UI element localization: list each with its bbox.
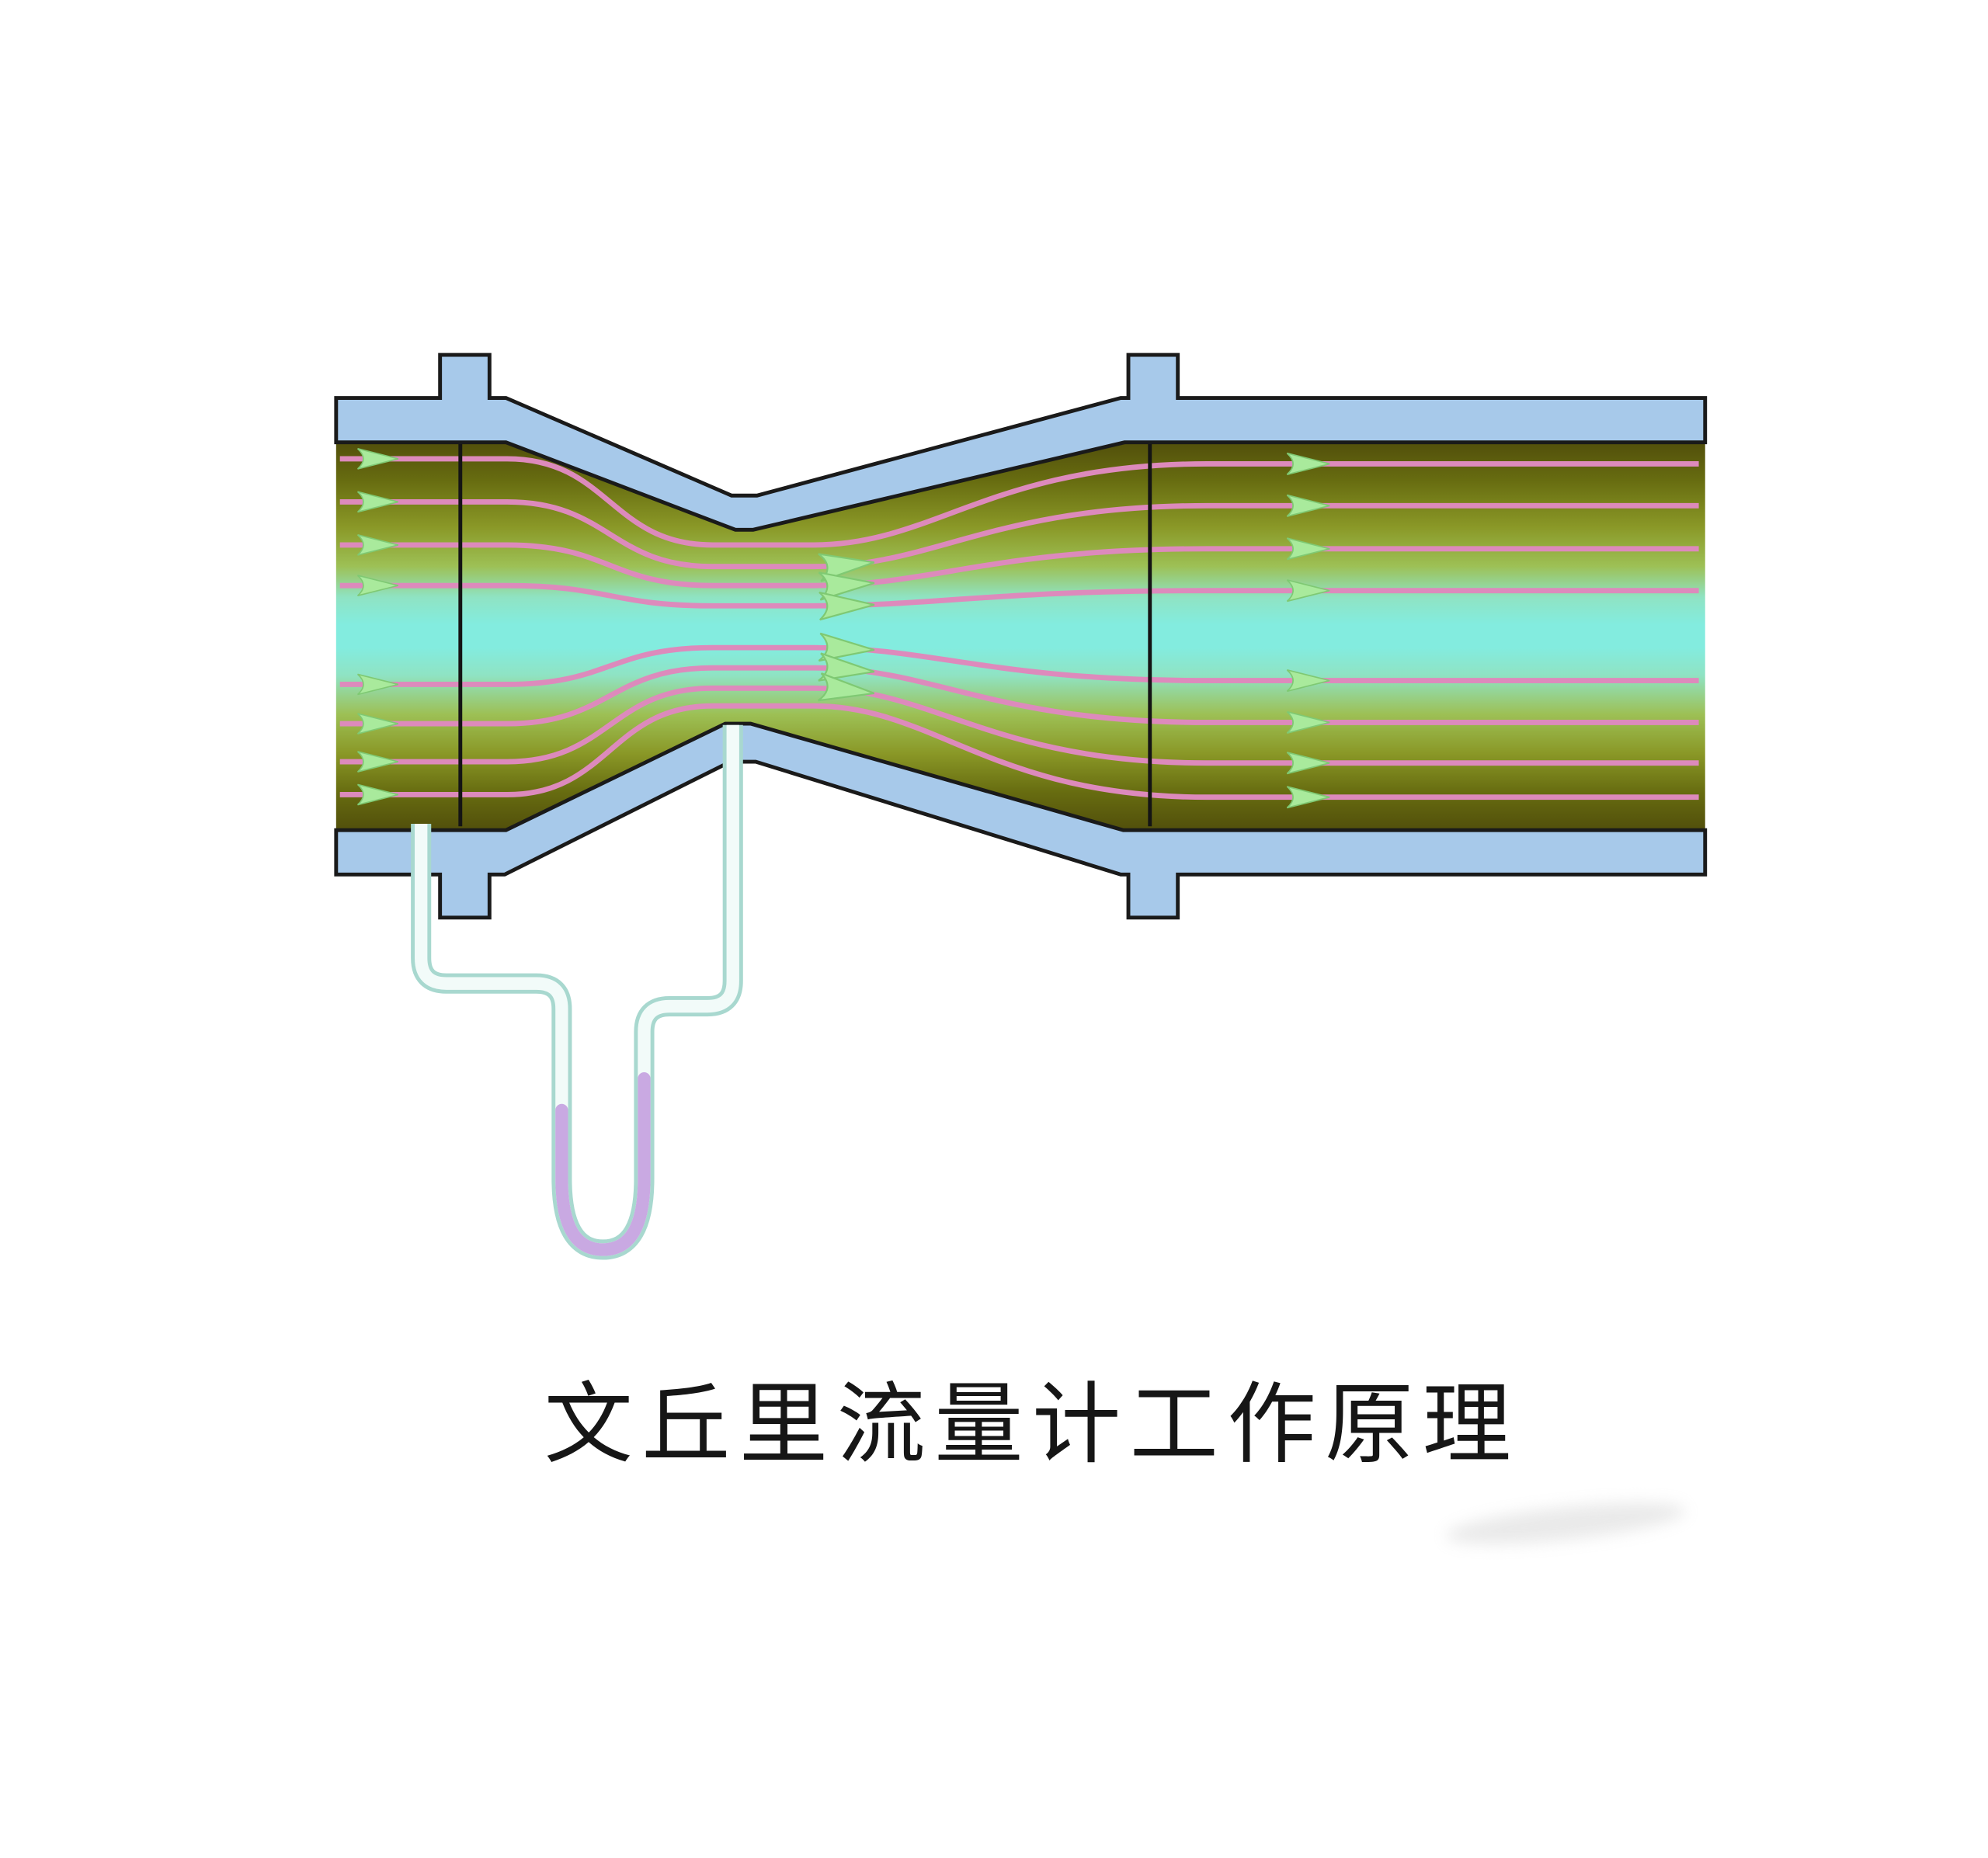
diagram-title: 文丘里流量计工作原理 (544, 1376, 1521, 1474)
flow-arrow (1286, 579, 1330, 603)
flow-arrow (357, 713, 399, 735)
pipe-bottom-wall (334, 721, 1708, 920)
streamline (339, 703, 1699, 801)
flow-arrows (357, 448, 1330, 809)
flow-arrow (357, 673, 399, 696)
pipe-interior-flow (335, 442, 1705, 831)
flow-arrow (357, 534, 399, 556)
flow-arrow (1286, 752, 1330, 775)
manometer-liquid (555, 1071, 651, 1256)
flow-arrow (817, 672, 875, 702)
flow-arrow (1286, 494, 1330, 517)
flow-arrow (357, 751, 399, 773)
flow-arrow (818, 632, 875, 662)
flow-arrow (818, 571, 875, 601)
flow-arrow (818, 652, 875, 682)
watermark-smudge (1445, 1502, 1686, 1544)
flow-arrow (357, 575, 399, 596)
u-tube-manometer (411, 724, 743, 1260)
flow-arrow (1286, 452, 1330, 475)
flow-arrow (1286, 710, 1330, 734)
streamline (339, 456, 1699, 548)
flow-arrow (1286, 786, 1330, 809)
pipe-top-wall (334, 352, 1708, 532)
flow-arrow (1286, 537, 1330, 561)
flow-arrow (818, 591, 875, 621)
flow-arrow (357, 448, 399, 470)
flow-arrow (1286, 669, 1330, 693)
flow-arrow (357, 491, 399, 513)
flow-arrow (357, 783, 399, 806)
